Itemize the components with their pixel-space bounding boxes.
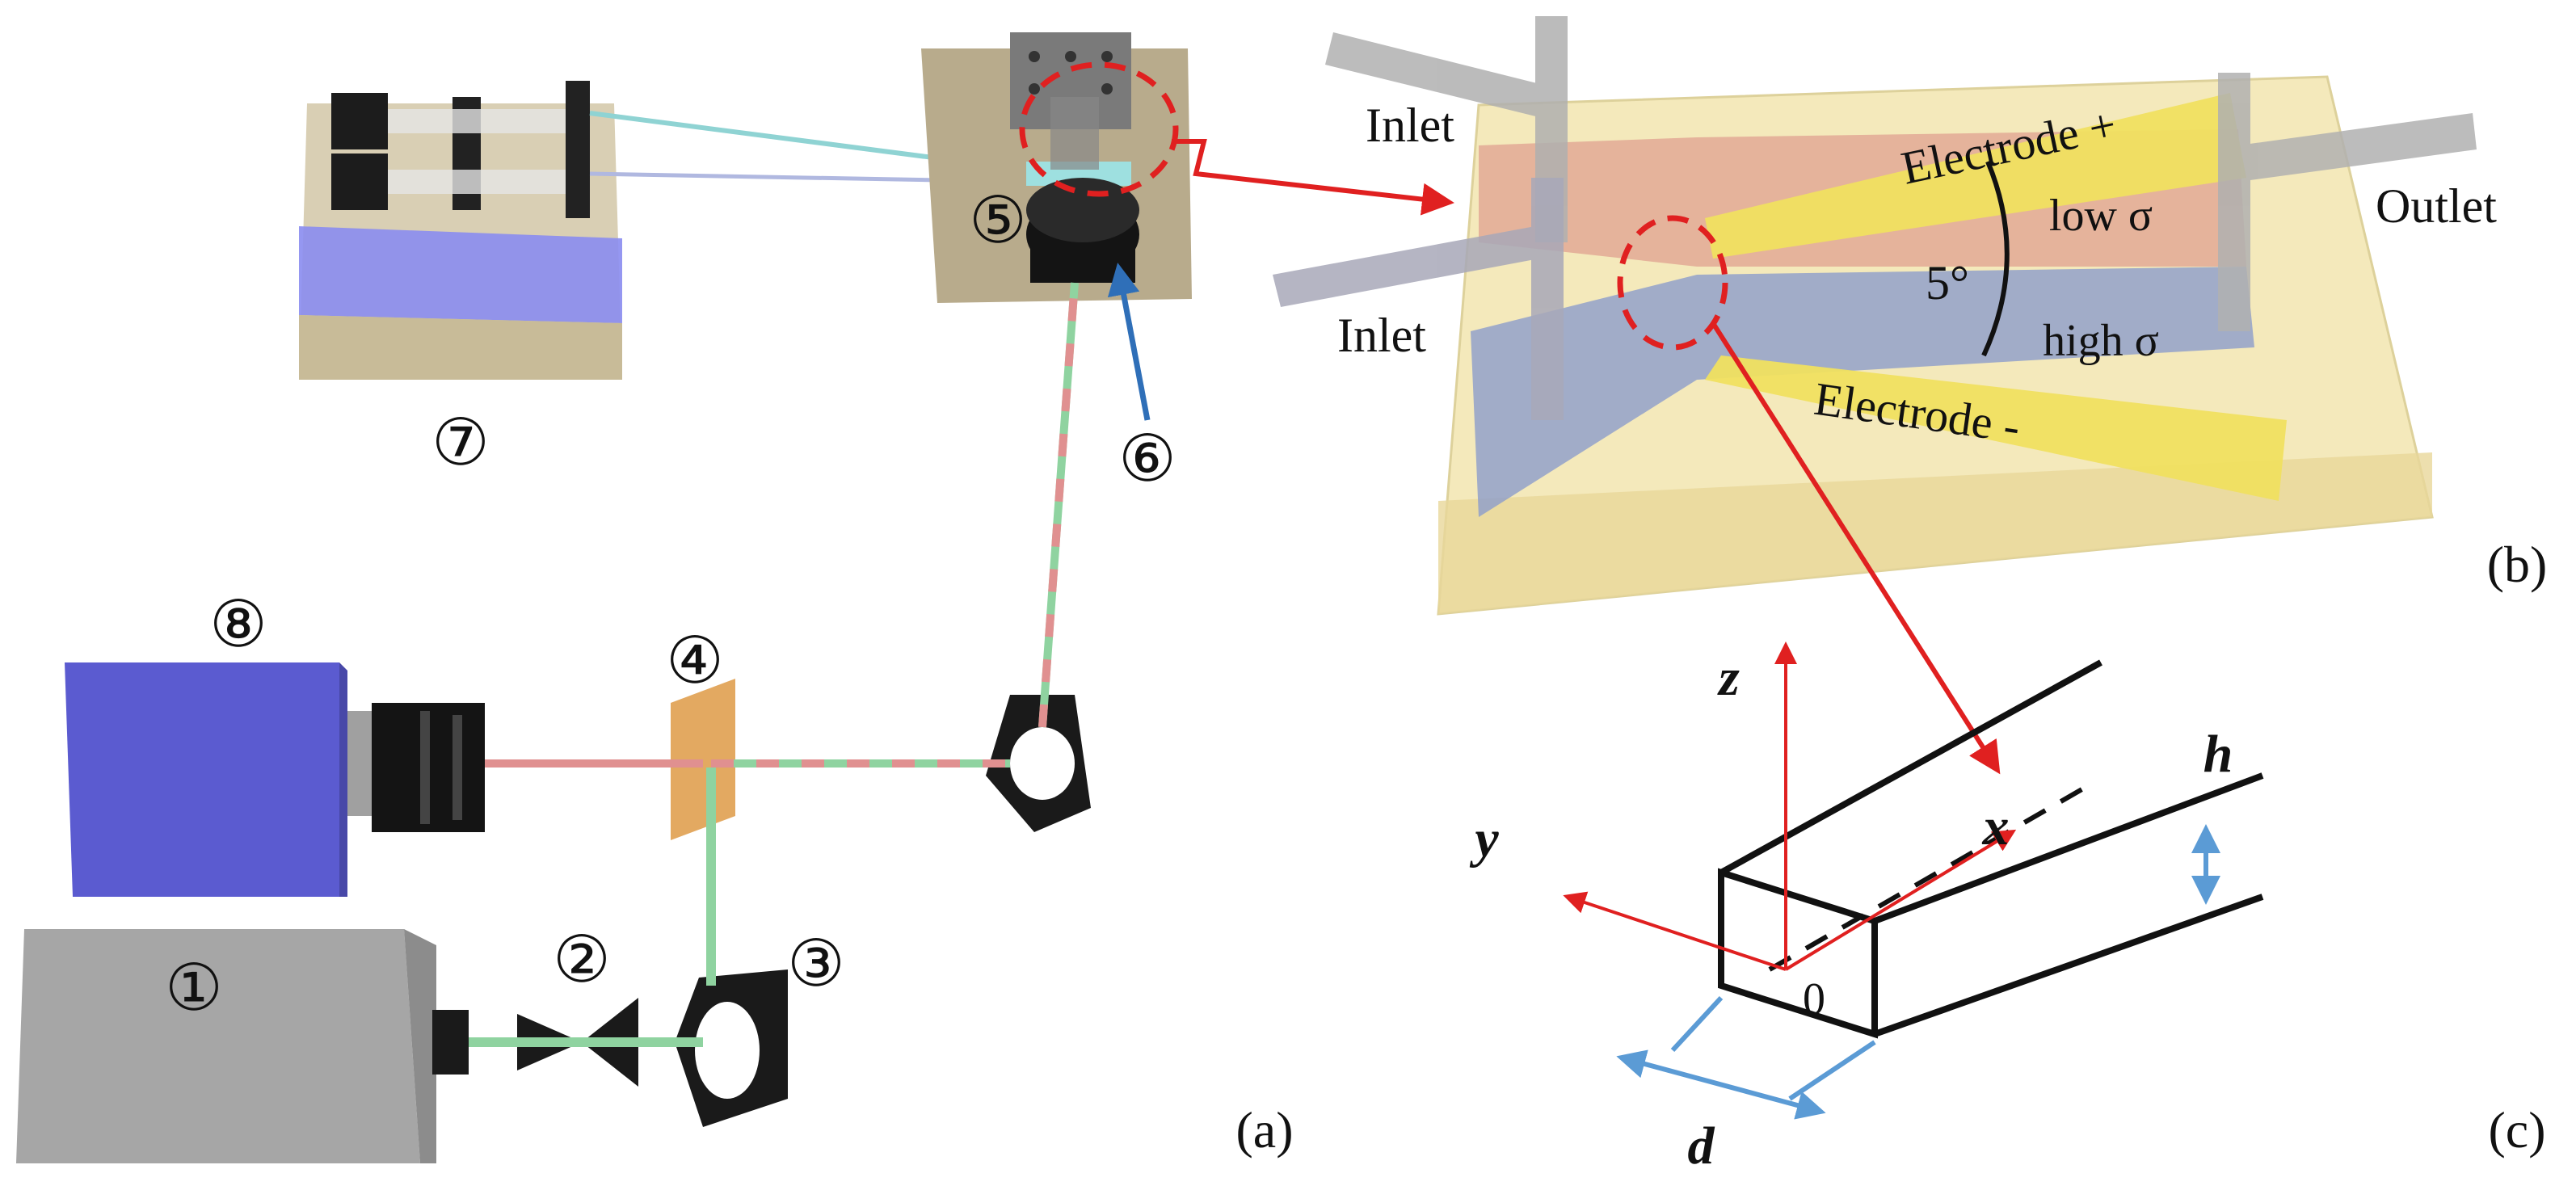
label-5: ⑤ <box>969 183 1027 258</box>
low-sigma-label: low σ <box>2049 191 2153 241</box>
width-label: d <box>1688 1117 1715 1175</box>
zoom-circle-stage <box>1019 61 1179 197</box>
inlet-bottom-label: Inlet <box>1337 309 1426 362</box>
label-2: ② <box>553 922 611 997</box>
axis-x-label: x <box>1982 797 2010 856</box>
electrode-positive <box>1705 93 2246 259</box>
microscope-stage <box>921 32 1192 303</box>
label-3: ③ <box>787 926 845 1001</box>
panel-label-b: (b) <box>2487 536 2548 593</box>
axis-y <box>1563 891 1787 971</box>
outlet-label: Outlet <box>2376 179 2497 233</box>
axis-z-label: z <box>1717 648 1740 707</box>
axis-x <box>1784 829 2017 971</box>
objective-pointer <box>1107 263 1151 421</box>
inlet-top-label: Inlet <box>1366 99 1454 152</box>
label-7: ⑦ <box>431 405 490 480</box>
label-4: ④ <box>666 623 724 698</box>
high-sigma-region <box>1471 267 2254 517</box>
panel-label-a: (a) <box>1235 1101 1293 1159</box>
zoom-pointer-junction <box>1711 322 2001 775</box>
camera <box>65 662 485 897</box>
origin-label: 0 <box>1803 974 1825 1024</box>
panel-label-c: (c) <box>2488 1101 2545 1159</box>
outlet-tube <box>2218 73 2477 331</box>
mirror-upper <box>986 695 1091 832</box>
label-8: ⑧ <box>209 587 267 662</box>
laser-beams <box>469 282 1079 1047</box>
electrode-negative <box>1705 355 2287 501</box>
channel-cross-section <box>1718 868 1878 1039</box>
panel-a: ① ② ③ ④ ⑤ ⑥ ⑦ ⑧ (a) <box>16 32 1454 1163</box>
dimension-d <box>1616 1049 1826 1120</box>
axis-y-label: y <box>1469 810 1499 868</box>
mirror-3 <box>675 969 788 1127</box>
label-6: ⑥ <box>1118 421 1176 496</box>
panel-b: Inlet Inlet Outlet Electrode + Electrode… <box>1273 16 2548 775</box>
channel-centerline <box>1768 785 2086 972</box>
laser <box>16 929 469 1163</box>
angle-arc <box>1981 160 2010 357</box>
label-1: ① <box>165 950 223 1025</box>
zoom-circle-junction <box>1617 215 1728 351</box>
height-label: h <box>2203 725 2233 784</box>
syringe-pump <box>299 81 622 380</box>
angle-label: 5° <box>1926 256 1969 309</box>
inlet-tube-bottom <box>1273 178 1564 420</box>
high-sigma-label: high σ <box>2043 316 2159 366</box>
panel-c: z y x h d 0 (c) <box>1469 641 2546 1175</box>
zoom-pointer-stage <box>1172 139 1454 216</box>
